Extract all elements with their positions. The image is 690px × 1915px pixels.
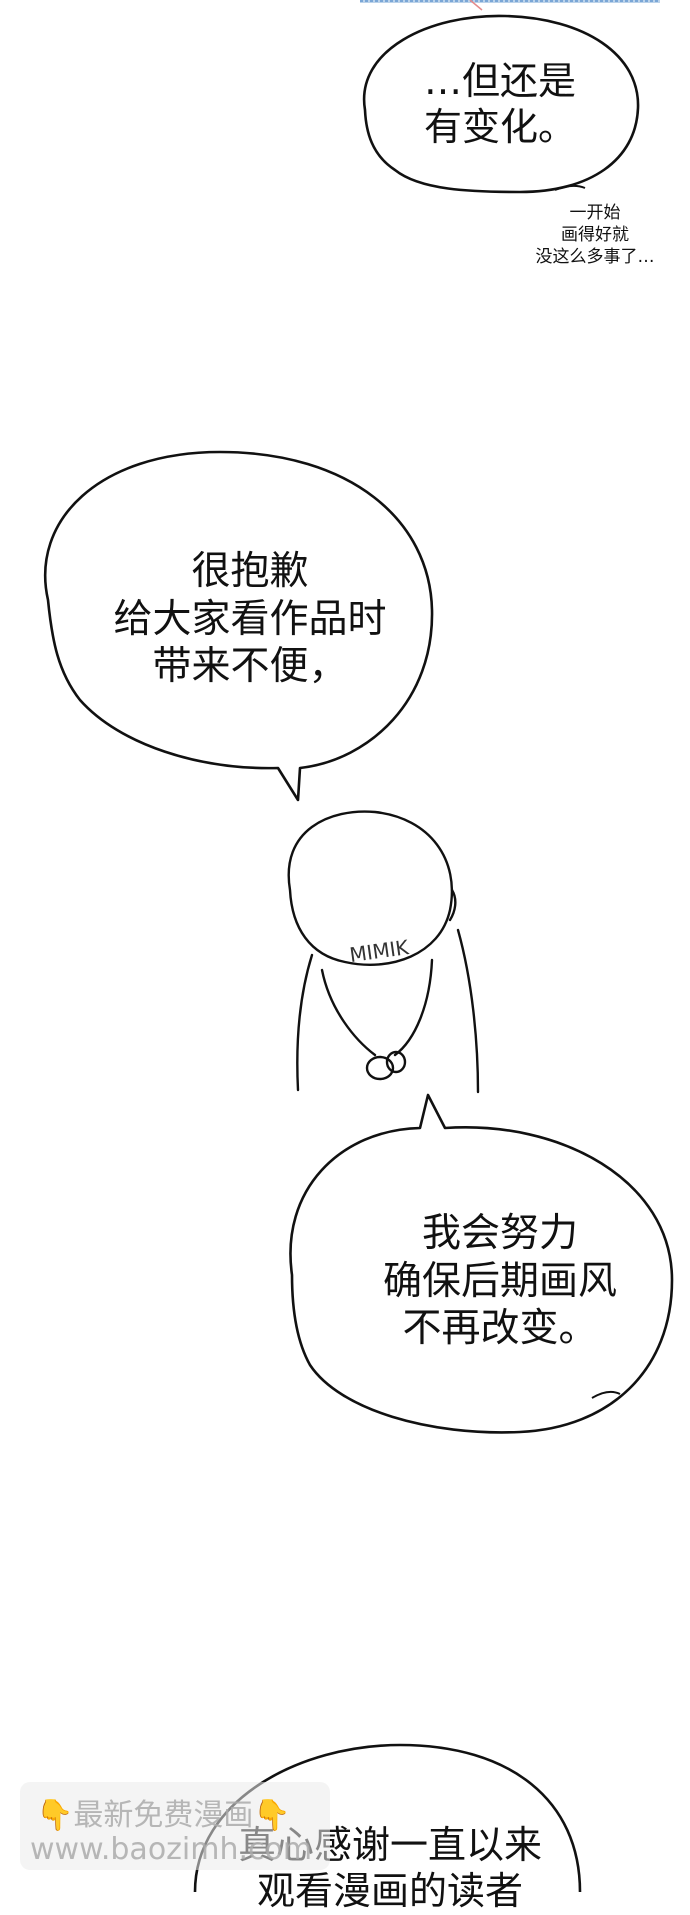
figure-label: MIMIK — [348, 935, 411, 967]
bubble-line: …但还是 — [423, 59, 576, 103]
speech-bubble-top-right — [362, 14, 640, 194]
bubble-text-middle-left: 很抱歉 给大家看作品时 带来不便， — [60, 548, 440, 691]
bubble-line: 我会努力 — [421, 1211, 578, 1256]
pointing-down-icon: 👇 — [36, 1798, 74, 1833]
bubble-line: 给大家看作品时 — [113, 596, 387, 642]
watermark-box — [20, 1782, 330, 1870]
bowing-figure — [287, 810, 480, 1094]
bubble-line: 带来不便， — [152, 644, 348, 690]
bubble-line: 确保后期画风 — [382, 1258, 617, 1304]
watermark-title-text: 最新免费漫画 — [73, 1798, 254, 1833]
aside-line: 没这么多事了… — [535, 247, 655, 268]
previous-panel-edge — [360, 0, 660, 11]
bubble-line: 不再改变。 — [402, 1306, 598, 1352]
pointing-down-icon: 👇 — [253, 1798, 291, 1833]
bubble-line: 有变化。 — [423, 105, 576, 150]
bubble-text-top-right: …但还是 有变化。 — [380, 58, 620, 151]
aside-note: 一开始 画得好就 没这么多事了… — [500, 202, 690, 268]
watermark-title[interactable]: 👇最新免费漫画👇 — [36, 1790, 291, 1834]
aside-line: 一开始 — [569, 203, 621, 223]
speech-bubble-middle-right — [289, 1093, 674, 1434]
watermark-url[interactable]: www.baozimh.com — [30, 1832, 313, 1867]
bubble-text-middle-right: 我会努力 确保后期画风 不再改变。 — [320, 1210, 680, 1353]
bubble-line: 很抱歉 — [191, 549, 309, 594]
speech-bubble-middle-left — [43, 450, 434, 802]
aside-line: 画得好就 — [561, 225, 629, 246]
